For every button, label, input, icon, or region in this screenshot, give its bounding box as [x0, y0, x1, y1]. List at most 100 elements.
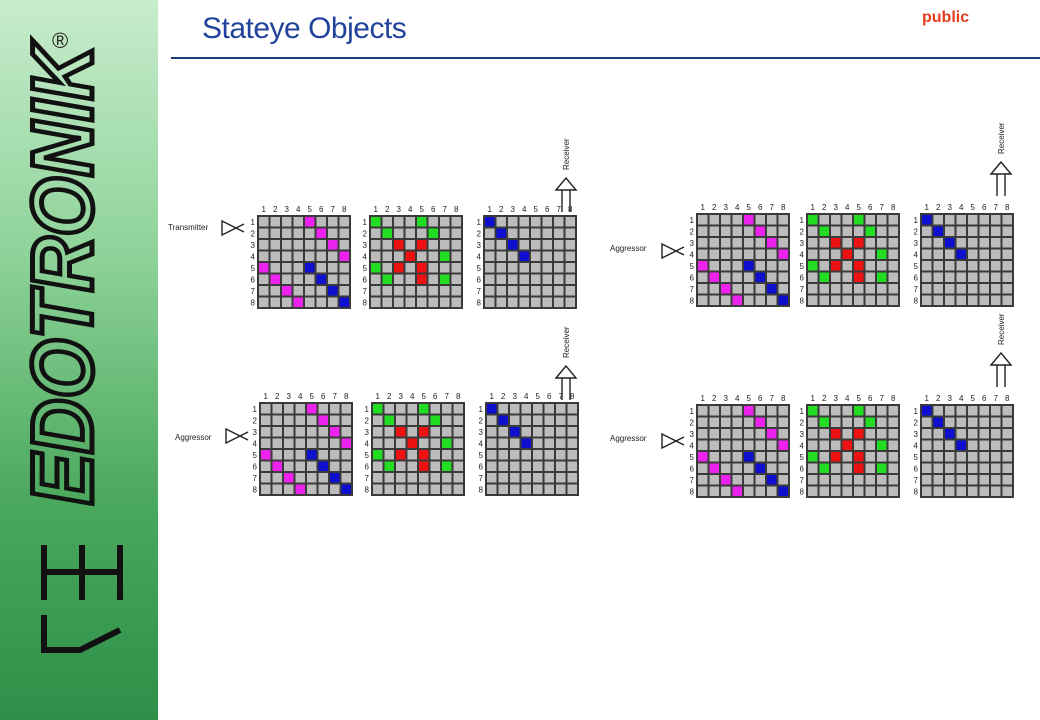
row-number: 1	[253, 405, 258, 414]
column-number: 7	[994, 203, 999, 212]
column-number: 8	[344, 392, 349, 401]
matrix-cell	[341, 450, 351, 460]
matrix-cell	[767, 486, 777, 496]
column-number: 3	[513, 392, 518, 401]
row-number: 4	[914, 441, 919, 450]
matrix-cell	[877, 406, 887, 416]
row-number: 1	[479, 405, 484, 414]
matrix-cell	[430, 427, 440, 437]
matrix-cell	[442, 404, 452, 414]
matrix-cell	[533, 438, 543, 448]
matrix-cell	[854, 226, 864, 236]
matrix-cell	[721, 406, 731, 416]
row-number: 8	[690, 487, 695, 496]
matrix-cell	[407, 415, 417, 425]
matrix-cell	[542, 297, 552, 307]
matrix-cell	[293, 263, 303, 273]
column-number: 7	[880, 203, 885, 212]
matrix-cell-active	[922, 406, 932, 416]
matrix-cell	[842, 261, 852, 271]
row-number: 3	[253, 428, 258, 437]
row-number: 7	[690, 476, 695, 485]
matrix-cell	[721, 238, 731, 248]
matrix-cell	[831, 284, 841, 294]
matrix-cell	[405, 274, 415, 284]
matrix-cell	[933, 284, 943, 294]
matrix-cell	[808, 440, 818, 450]
column-number: 6	[982, 203, 987, 212]
antenna-icon	[221, 219, 245, 237]
matrix-cell	[865, 238, 875, 248]
matrix-cell	[556, 484, 566, 494]
matrix-cell	[819, 295, 829, 305]
matrix-cell	[956, 226, 966, 236]
matrix-cell	[430, 438, 440, 448]
matrix-cell	[922, 261, 932, 271]
matrix-cell	[318, 473, 328, 483]
matrix-cell	[956, 295, 966, 305]
matrix-cell	[316, 263, 326, 273]
row-number: 4	[253, 439, 258, 448]
column-number: 7	[770, 203, 775, 212]
matrix-cell	[419, 473, 429, 483]
row-number: 2	[365, 416, 370, 425]
matrix-cell	[865, 486, 875, 496]
matrix-cell	[282, 297, 292, 307]
matrix-cell	[933, 463, 943, 473]
matrix-cell	[709, 406, 719, 416]
matrix-cell-active	[831, 429, 841, 439]
matrix-cell	[979, 272, 989, 282]
matrix-cell	[877, 429, 887, 439]
matrix-cell	[451, 286, 461, 296]
column-number: 4	[735, 203, 740, 212]
matrix-cell	[519, 274, 529, 284]
matrix-cell	[384, 404, 394, 414]
matrix-cell-active	[778, 249, 788, 259]
matrix-cell-active	[709, 272, 719, 282]
matrix-cell	[272, 404, 282, 414]
matrix-cell	[510, 473, 520, 483]
matrix-cell	[328, 251, 338, 261]
matrix-cell	[485, 240, 495, 250]
matrix-cell	[496, 274, 506, 284]
matrix-cell	[945, 475, 955, 485]
row-number: 6	[914, 273, 919, 282]
matrix-cell	[498, 438, 508, 448]
matrix-cell	[451, 297, 461, 307]
matrix-cell	[767, 261, 777, 271]
row-number: 4	[800, 441, 805, 450]
matrix-cell-active	[767, 475, 777, 485]
matrix-cell	[709, 295, 719, 305]
matrix-cell	[698, 417, 708, 427]
source-label: Aggressor	[610, 244, 647, 253]
matrix-cell	[865, 429, 875, 439]
row-number: 3	[479, 428, 484, 437]
column-number: 2	[712, 203, 717, 212]
matrix-cell	[384, 438, 394, 448]
column-number: 4	[959, 203, 964, 212]
matrix-cell	[272, 415, 282, 425]
matrix-cell	[442, 427, 452, 437]
matrix-cell	[721, 452, 731, 462]
column-number: 6	[868, 203, 873, 212]
matrix-cell	[968, 475, 978, 485]
matrix-cell	[510, 404, 520, 414]
matrix-cell	[721, 463, 731, 473]
matrix-cell	[428, 263, 438, 273]
matrix-cell	[698, 486, 708, 496]
matrix-cell	[888, 261, 898, 271]
matrix-cell	[808, 238, 818, 248]
matrix-cell	[272, 473, 282, 483]
matrix-cell	[341, 427, 351, 437]
matrix-cell	[831, 406, 841, 416]
column-number: 8	[1005, 203, 1010, 212]
matrix-cell-active	[831, 238, 841, 248]
matrix-cell-active	[521, 438, 531, 448]
matrix-cell-active	[842, 249, 852, 259]
column-number: 8	[454, 205, 459, 214]
column-number: 7	[880, 394, 885, 403]
matrix-cell	[531, 228, 541, 238]
matrix-cell	[968, 249, 978, 259]
matrix-cell	[567, 404, 577, 414]
